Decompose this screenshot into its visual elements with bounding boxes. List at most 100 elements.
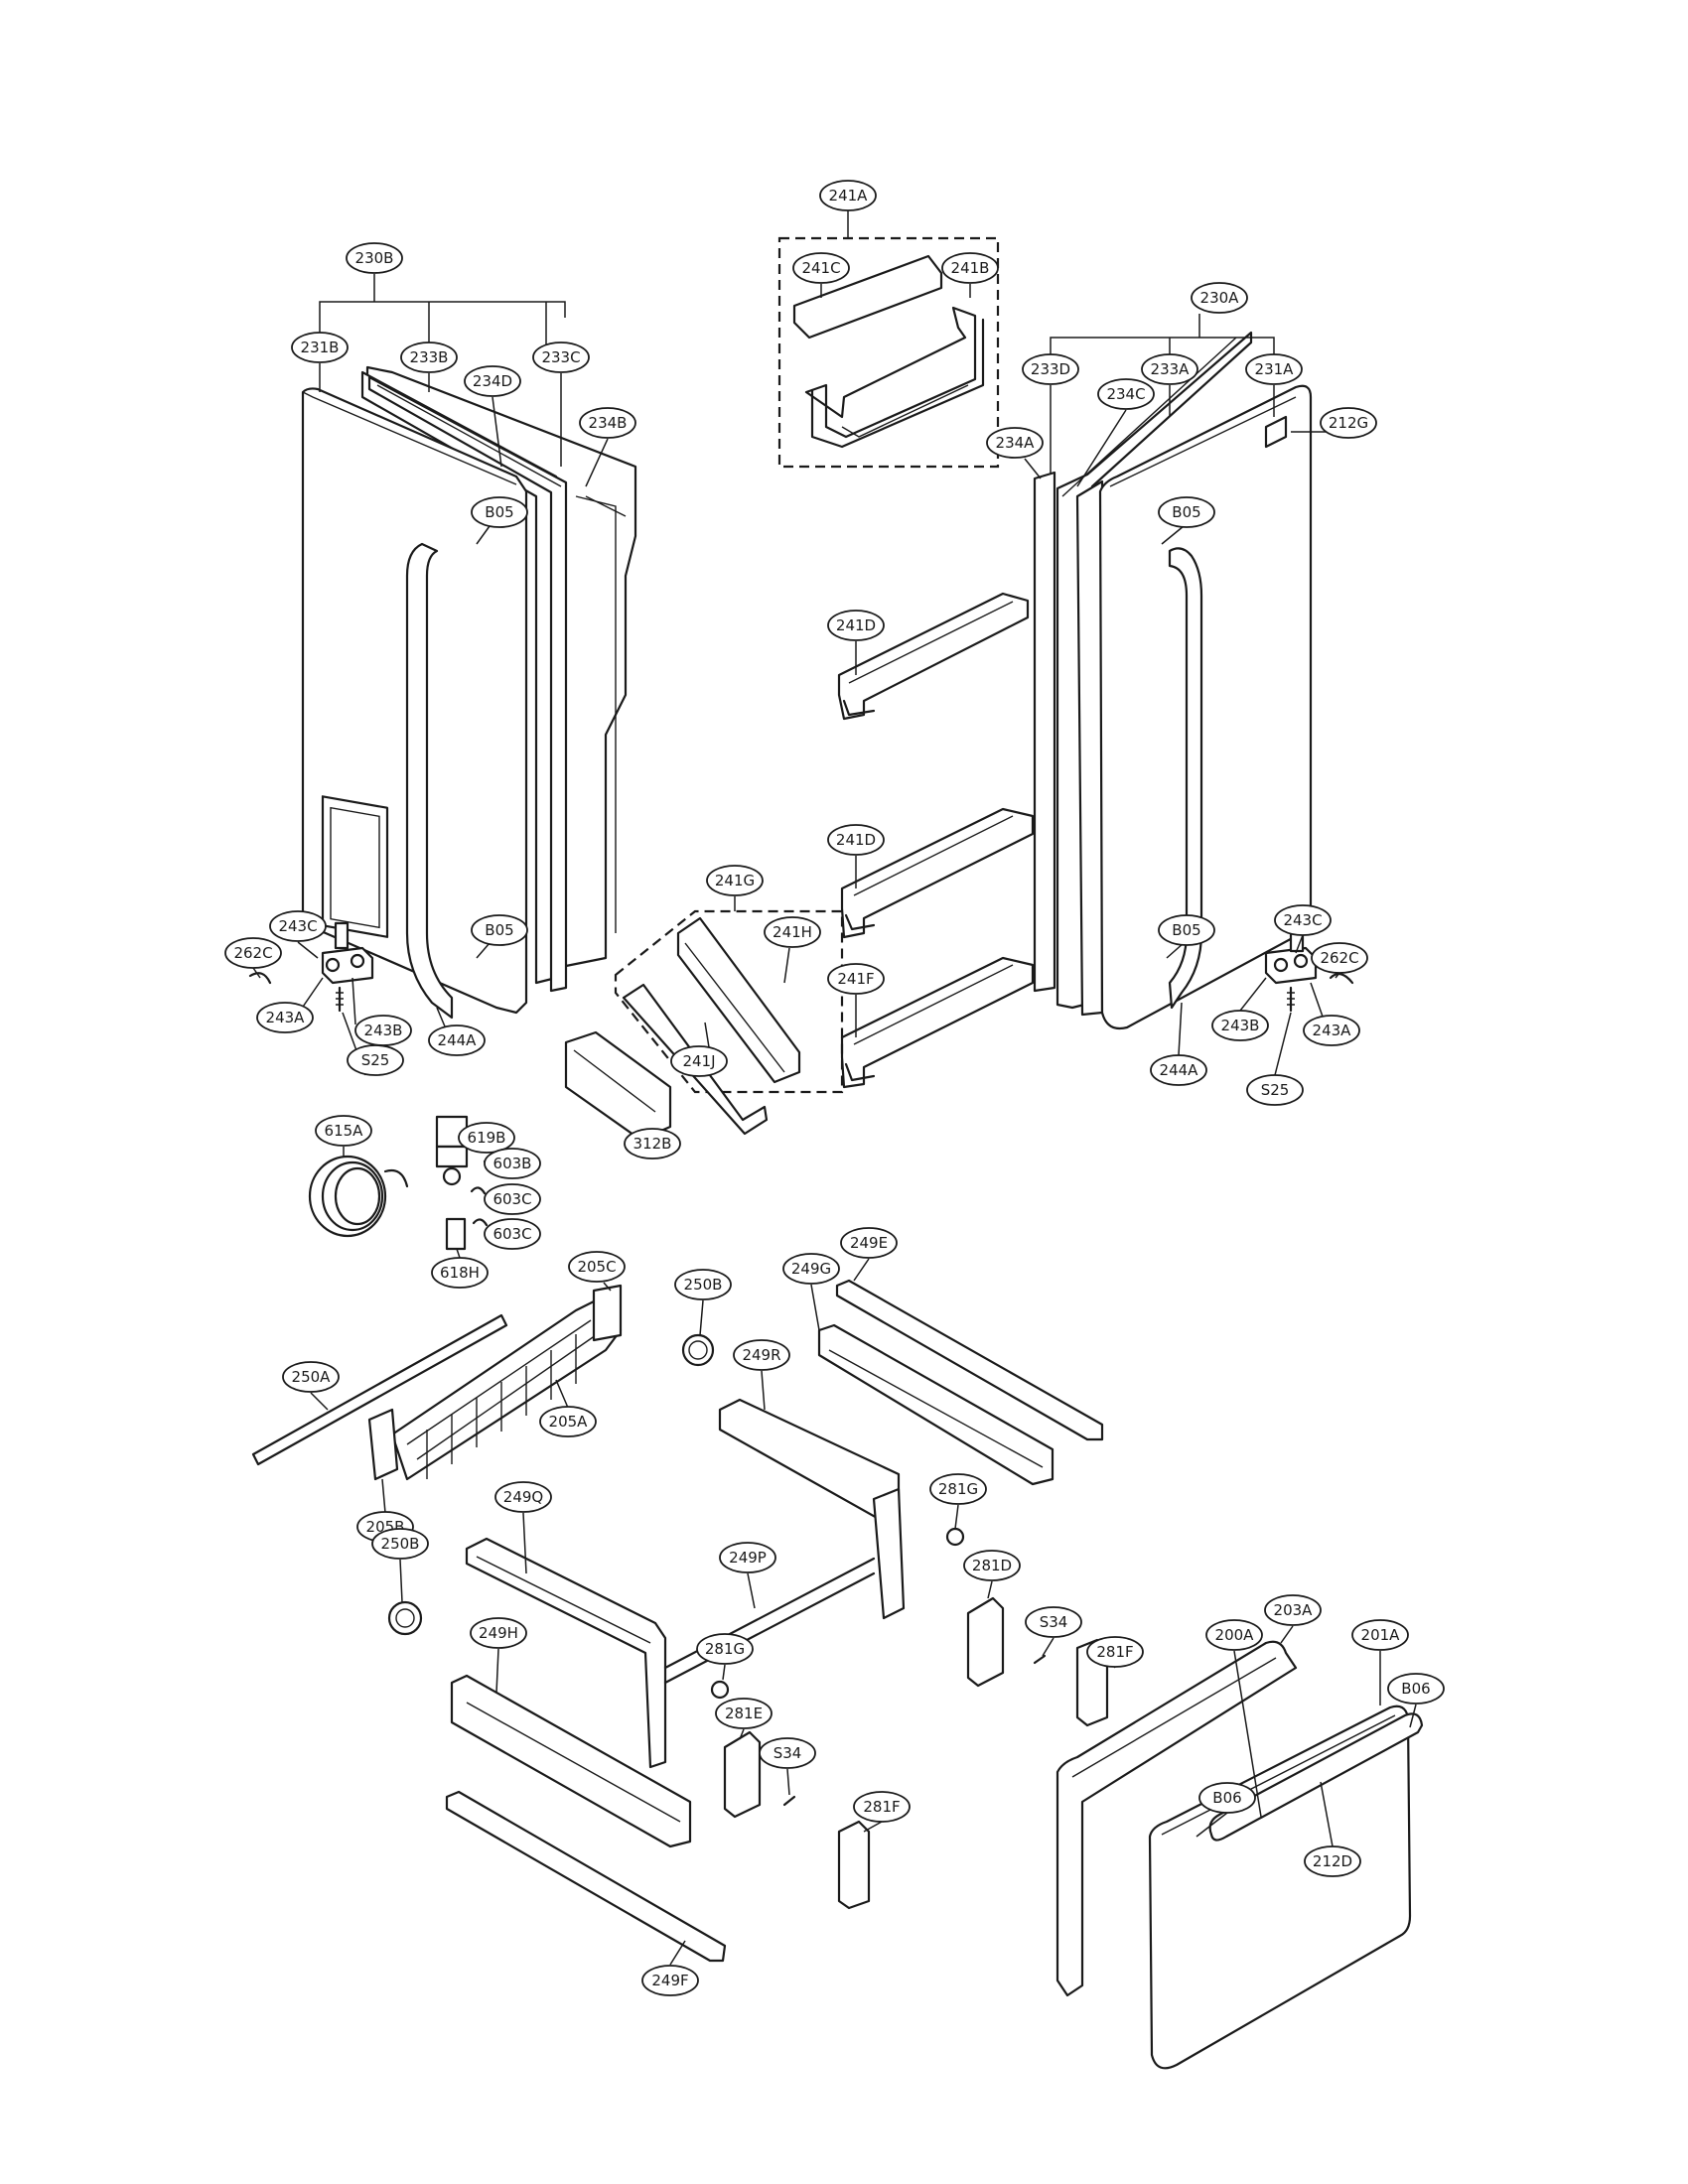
- callout-203a: 203A: [1264, 1594, 1322, 1626]
- callout-label: 249R: [742, 1346, 780, 1364]
- callout-label: 603C: [492, 1225, 531, 1243]
- part-drawings: [248, 236, 1424, 2070]
- clip-281G-1: [945, 1527, 965, 1547]
- left-door-gaskets: [360, 365, 637, 993]
- callout-243c-r: 243C: [1274, 904, 1332, 936]
- callout-label: 281F: [1096, 1643, 1133, 1661]
- callout-241j: 241J: [670, 1045, 728, 1077]
- callout-230b: 230B: [346, 242, 403, 274]
- callout-s25-r: S25: [1246, 1074, 1304, 1106]
- drawer-gasket-203A: [1055, 1640, 1298, 1997]
- callout-ellipse: [1150, 1054, 1207, 1086]
- callout-281f-1: 281F: [1086, 1636, 1144, 1668]
- screw-S34-1: [1033, 1654, 1047, 1665]
- gear-250B-2: [387, 1600, 423, 1636]
- callout-label: 200A: [1215, 1626, 1255, 1644]
- callout-262c-l: 262C: [224, 937, 282, 969]
- callout-label: 603C: [492, 1190, 531, 1208]
- callout-ellipse: [1158, 914, 1215, 946]
- callout-label: 233A: [1151, 360, 1191, 378]
- callout-ellipse: [1387, 1673, 1445, 1705]
- callout-243c-l: 243C: [269, 910, 327, 942]
- frame-249Q: [465, 1537, 667, 1769]
- callout-s34-2: S34: [759, 1737, 816, 1769]
- callout-label: 241D: [836, 616, 876, 634]
- callout-244a-r: 244A: [1150, 1054, 1207, 1086]
- callout-ellipse: [624, 1128, 681, 1160]
- callout-label: 249Q: [503, 1488, 543, 1506]
- callout-201a: 201A: [1351, 1619, 1409, 1651]
- callout-ellipse: [291, 332, 349, 363]
- callout-ellipse: [1274, 904, 1332, 936]
- callout-label: 603B: [493, 1155, 532, 1172]
- callout-619b: 619B: [458, 1122, 515, 1154]
- callout-241h: 241H: [764, 916, 821, 948]
- callout-label: 230A: [1200, 289, 1240, 307]
- callout-230a: 230A: [1191, 282, 1248, 314]
- callout-label: B05: [1172, 921, 1200, 939]
- callout-ellipse: [400, 341, 458, 373]
- callout-label: 241D: [836, 831, 876, 849]
- callout-281d: 281D: [963, 1550, 1021, 1581]
- callout-label: 243A: [266, 1009, 306, 1026]
- callout-ellipse: [428, 1024, 486, 1056]
- callout-label: 203A: [1274, 1601, 1314, 1619]
- callout-ellipse: [494, 1481, 552, 1513]
- callout-241d-1: 241D: [827, 610, 885, 641]
- rail-249G: [817, 1323, 1055, 1486]
- callout-281g-1: 281G: [929, 1473, 987, 1505]
- callout-ellipse: [1191, 282, 1248, 314]
- callout-ellipse: [484, 1148, 541, 1179]
- callout-200a: 200A: [1205, 1619, 1263, 1651]
- callout-ellipse: [827, 963, 885, 995]
- callout-241g: 241G: [706, 865, 764, 896]
- callout-ellipse: [696, 1633, 754, 1665]
- callout-label: 241B: [951, 259, 990, 277]
- callout-262c-r: 262C: [1311, 942, 1368, 974]
- right-door-panel: [1098, 384, 1313, 1030]
- callout-241c: 241C: [792, 252, 850, 284]
- callout-312b: 312B: [624, 1128, 681, 1160]
- callout-label: 234A: [996, 434, 1036, 452]
- callout-ellipse: [840, 1227, 898, 1259]
- callout-ellipse: [269, 910, 327, 942]
- callout-234c: 234C: [1097, 378, 1155, 410]
- callout-ellipse: [1086, 1636, 1144, 1668]
- callout-212d: 212D: [1304, 1845, 1361, 1877]
- callout-label: 212D: [1313, 1852, 1352, 1870]
- callout-label: B06: [1401, 1680, 1430, 1698]
- callout-ellipse: [764, 916, 821, 948]
- cover-312B: [564, 1030, 672, 1142]
- callout-ellipse: [371, 1528, 429, 1560]
- callout-ellipse: [568, 1251, 626, 1283]
- callout-ellipse: [782, 1253, 840, 1285]
- callout-label: 243B: [364, 1022, 403, 1039]
- callout-label: 249E: [850, 1234, 888, 1252]
- callout-241f: 241F: [827, 963, 885, 995]
- callout-243a-r: 243A: [1303, 1015, 1360, 1046]
- callout-label: 618H: [440, 1264, 480, 1282]
- callout-ellipse: [579, 407, 636, 439]
- callout-ellipse: [733, 1339, 790, 1371]
- callout-label: 250B: [381, 1535, 420, 1553]
- callout-ellipse: [670, 1045, 728, 1077]
- callout-243a-l: 243A: [256, 1002, 314, 1033]
- callout-label: 231A: [1255, 360, 1295, 378]
- callout-234b: 234B: [579, 407, 636, 439]
- callout-281g-2: 281G: [696, 1633, 754, 1665]
- callout-241a: 241A: [819, 180, 877, 211]
- tubing-coil-615A: [308, 1155, 409, 1238]
- callout-label: 243A: [1313, 1022, 1352, 1039]
- callout-ellipse: [431, 1257, 489, 1289]
- callout-249h: 249H: [470, 1617, 527, 1649]
- callout-label: 234B: [589, 414, 628, 432]
- clip-281G-2: [710, 1680, 730, 1700]
- callout-ellipse: [1351, 1619, 1409, 1651]
- callout-label: S34: [1040, 1613, 1068, 1631]
- callout-ellipse: [792, 252, 850, 284]
- rail-249R: [718, 1398, 901, 1521]
- callout-250a: 250A: [282, 1361, 340, 1393]
- callout-ellipse: [1246, 1074, 1304, 1106]
